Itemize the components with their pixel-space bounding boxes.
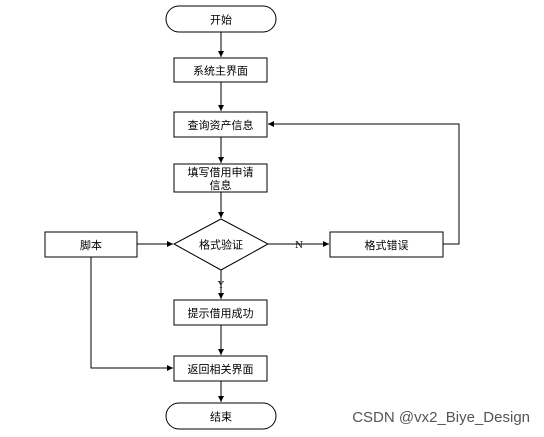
format-verify-decision: 格式验证 [172,218,270,271]
query-asset-label: 查询资产信息 [188,118,254,132]
script-label: 脚本 [80,238,102,252]
start-node: 开始 [165,5,277,33]
fill-application-label-line2: 信息 [210,178,232,192]
end-node: 结束 [165,402,277,430]
borrow-success-label: 提示借用成功 [188,307,254,320]
format-verify-label: 格式验证 [199,238,243,252]
return-screen-node: 返回相关界面 [173,355,268,382]
edges [90,32,460,402]
edge-error-query [268,121,460,245]
start-label: 开始 [210,13,232,27]
main-screen-node: 系统主界面 [173,57,268,83]
edge-script-return [90,257,173,371]
fill-application-label-line1: 填写借用申请 [188,165,254,179]
script-node: 脚本 [44,231,138,258]
format-error-node: 格式错误 [329,231,444,258]
fill-application-node: 填写借用申请 信息 [173,163,268,193]
format-error-label: 格式错误 [365,238,409,252]
watermark: CSDN @vx2_Biye_Design [352,409,530,426]
return-screen-label: 返回相关界面 [188,362,254,376]
borrow-success-node: 提示借用成功 [173,299,268,326]
end-label: 结束 [210,411,232,424]
query-asset-node: 查询资产信息 [173,111,268,138]
main-screen-label: 系统主界面 [193,65,248,78]
edge-label-yes: Y [217,281,225,291]
edge-label-no: N [295,241,303,251]
